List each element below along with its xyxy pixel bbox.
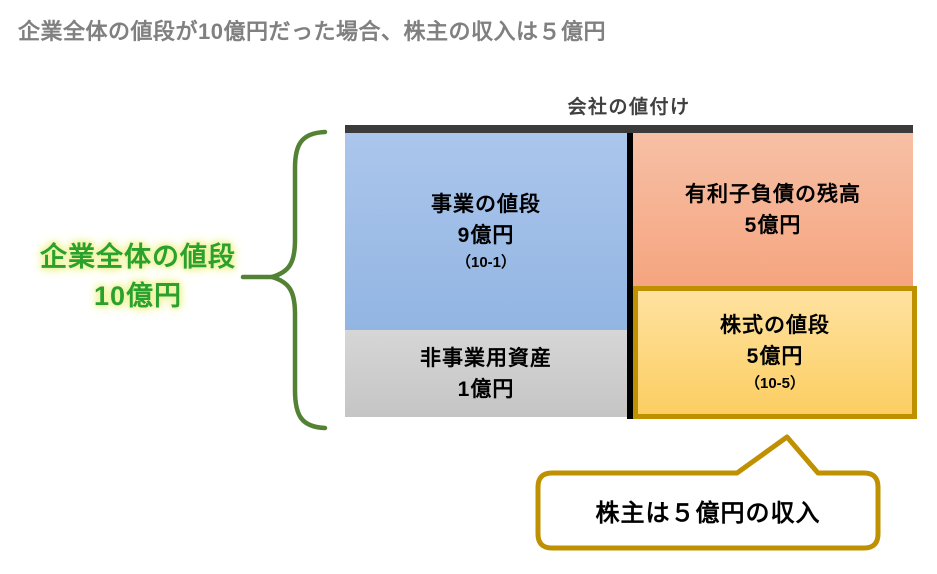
non-operating-assets-box: 非事業用資産 1億円 — [345, 330, 627, 417]
callout-bubble-outline — [535, 434, 881, 551]
debt-balance-amount: 5億円 — [744, 213, 802, 237]
total-company-value-line2: 10億円 — [93, 281, 183, 311]
business-debt-divider-line — [627, 133, 633, 419]
debt-balance-box: 有利子負債の残高 5億円 — [633, 133, 913, 286]
non-operating-assets-label: 非事業用資産 — [420, 346, 552, 370]
brace-curve — [264, 129, 328, 431]
equity-value-note: （10-5） — [744, 375, 806, 392]
non-operating-assets-amount: 1億円 — [457, 377, 515, 401]
curly-brace-icon — [240, 129, 328, 431]
equity-value-box: 株式の値段 5億円 （10-5） — [633, 286, 917, 419]
slide-title: 企業全体の値段が10億円だった場合、株主の収入は５億円 — [18, 19, 606, 44]
equity-value-label: 株式の値段 — [720, 314, 830, 337]
debt-balance-label: 有利子負債の残高 — [685, 182, 861, 206]
business-value-label: 事業の値段 — [431, 193, 541, 216]
business-value-note: （10-1） — [455, 254, 517, 271]
callout-bubble — [535, 434, 881, 551]
company-valuation-bar — [345, 125, 913, 133]
equity-value-amount: 5億円 — [746, 345, 804, 368]
total-company-value-line1: 企業全体の値段 — [40, 242, 236, 272]
business-value-amount: 9億円 — [457, 224, 515, 247]
business-value-box: 事業の値段 9億円 （10-1） — [345, 133, 627, 330]
diagram-caption: 会社の値付け — [567, 97, 691, 118]
total-company-value-label: 企業全体の値段 10億円 — [12, 238, 264, 316]
callout-text: 株主は５億円の収入 — [595, 500, 821, 527]
